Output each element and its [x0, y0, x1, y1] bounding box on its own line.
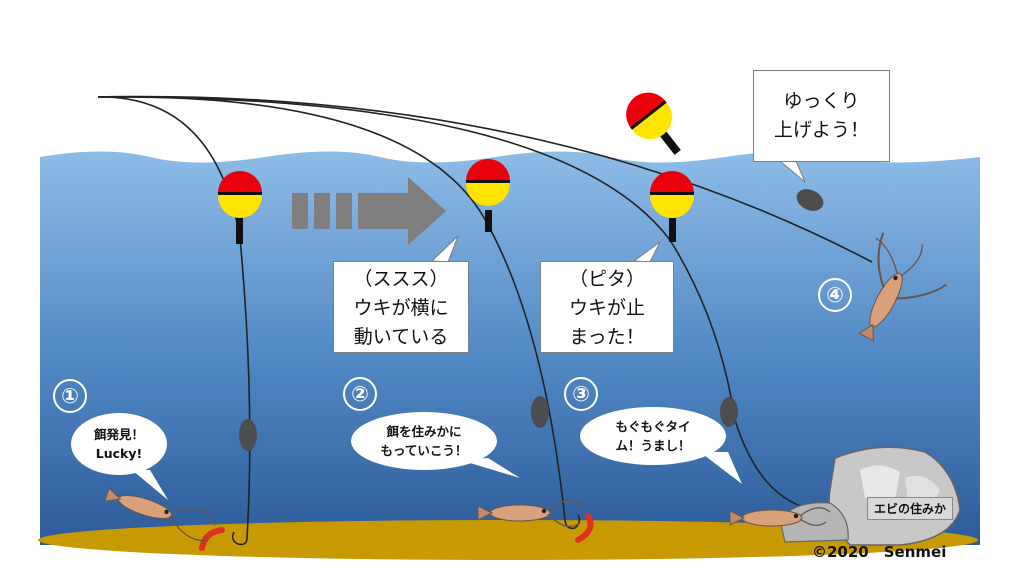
rock-icon	[779, 446, 961, 546]
bait-hook-icon	[199, 527, 248, 551]
sinker-icon	[720, 397, 738, 427]
callout-lift-slowly: ゆっくり 上げよう！	[753, 70, 890, 162]
step-number-1: ①	[53, 379, 87, 413]
fishing-float-icon	[218, 171, 262, 244]
callout-line: ゆっくり	[783, 90, 860, 112]
speech-bubble-take-home: 餌を住みかに もっていこう！	[351, 412, 497, 470]
callout-float-stopped: （ピタ） ウキが止 まった！	[540, 261, 674, 353]
bubble-line: もぐもぐタイ	[615, 419, 691, 434]
sinker-icon	[531, 396, 549, 428]
bubble-line: Lucky!	[95, 446, 143, 461]
callout-line: ウキが止	[568, 297, 645, 319]
motion-arrow	[292, 177, 446, 245]
bubble-3-tail	[700, 452, 742, 484]
seabed	[38, 520, 978, 560]
shrimp-icon	[104, 487, 216, 542]
sinker-icon	[796, 189, 824, 211]
bubble-line: もっていこう！	[380, 443, 468, 458]
step-number-4: ④	[818, 278, 852, 312]
fishing-float-icon	[466, 159, 510, 232]
callout-line: ウキが横に	[353, 297, 449, 319]
shrimp-icon	[729, 507, 831, 527]
step-number-2: ②	[343, 377, 377, 411]
bubble-line: ム！うまし！	[615, 438, 691, 453]
callout-line: （ピタ）	[568, 268, 645, 290]
bubble-1-tail	[132, 470, 168, 500]
bubble-2-tail	[460, 458, 520, 478]
shrimp-icon	[477, 499, 585, 528]
speech-bubble-eating: もぐもぐタイ ム！うまし！	[580, 407, 726, 465]
bubble-line: 餌発見！	[93, 427, 144, 442]
callout-line: 動いている	[353, 326, 449, 348]
sinker-icon	[239, 419, 257, 451]
fishing-float-icon	[626, 92, 681, 155]
callout-line: 上げよう！	[773, 119, 869, 141]
callout-line: （ススス）	[353, 268, 449, 290]
bait-hook-icon	[564, 513, 594, 543]
shrimp-house-label: エビの住みか	[867, 497, 954, 520]
callout-line: まった！	[569, 326, 645, 348]
bubble-line: 餌を住みかに	[386, 424, 462, 439]
fishing-float-icon	[650, 171, 694, 242]
step-number-3: ③	[564, 377, 598, 411]
shrimp-icon	[858, 232, 947, 342]
speech-bubble-bait-found: 餌発見！ Lucky!	[71, 413, 167, 475]
copyright-text: ©2020 Senmei	[812, 543, 947, 561]
callout-float-moving: （ススス） ウキが横に 動いている	[333, 261, 469, 353]
